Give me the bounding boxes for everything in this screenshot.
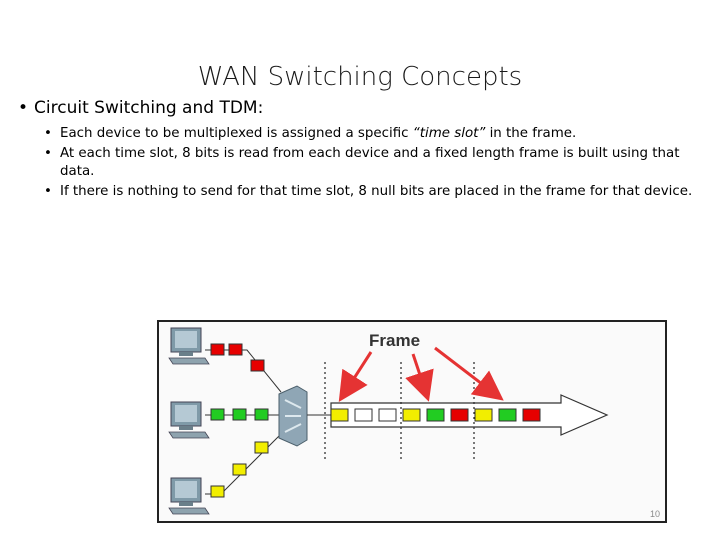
input-slot-top-2 <box>228 343 243 356</box>
sub-bullet-1-before: Each device to be multiplexed is assigne… <box>60 126 413 141</box>
sub-bullet-list: Each device to be multiplexed is assigne… <box>44 125 694 203</box>
pointer-arrow-left <box>338 351 373 403</box>
sub-bullet-3: If there is nothing to send for that tim… <box>44 183 694 201</box>
computer-icon-middle <box>168 401 210 439</box>
multiplexer-icon <box>278 385 308 447</box>
computer-icon-top <box>168 327 210 365</box>
input-slot-top-3 <box>250 359 265 372</box>
frame-slots <box>330 408 541 422</box>
frame-slot-1 <box>330 408 349 422</box>
pointer-arrow-right <box>434 346 504 401</box>
frame-slot-9 <box>522 408 541 422</box>
main-bullet: •Circuit Switching and TDM: <box>18 98 263 118</box>
input-slot-middle-1 <box>210 408 225 421</box>
frame-slot-6 <box>450 408 469 422</box>
input-slot-bottom-3 <box>254 441 269 454</box>
input-slot-top-1 <box>210 343 225 356</box>
sub-bullet-2: At each time slot, 8 bits is read from e… <box>44 145 694 181</box>
input-slot-bottom-1 <box>210 485 225 498</box>
sub-bullet-1-after: in the frame. <box>485 126 577 141</box>
frame-slot-4 <box>402 408 421 422</box>
bullet-dot: • <box>18 98 29 118</box>
input-slots-middle <box>210 408 269 421</box>
input-slots-bottom <box>210 441 269 498</box>
input-slot-bottom-2 <box>232 463 247 476</box>
frame-label: Frame <box>369 331 420 350</box>
frame-slot-3 <box>378 408 397 422</box>
slide-title: WAN Switching Concepts <box>197 62 523 92</box>
frame-slot-2 <box>354 408 373 422</box>
pointer-arrow-middle <box>405 353 434 402</box>
tdm-diagram-svg: Frame <box>168 327 609 515</box>
frame-slot-7 <box>474 408 493 422</box>
sub-bullet-1: Each device to be multiplexed is assigne… <box>44 125 694 143</box>
frame-slot-8 <box>498 408 517 422</box>
output-arrow <box>330 394 609 436</box>
computer-icon-bottom <box>168 477 210 515</box>
frame-slot-5 <box>426 408 445 422</box>
input-slot-middle-2 <box>232 408 247 421</box>
sub-bullet-1-italic: “time slot” <box>412 126 486 141</box>
tdm-diagram: Frame <box>157 320 667 523</box>
input-slots-top <box>210 343 265 372</box>
page-number: 10 <box>650 509 661 519</box>
input-line-top <box>205 349 282 393</box>
input-slot-middle-3 <box>254 408 269 421</box>
main-bullet-text: Circuit Switching and TDM: <box>34 98 264 118</box>
